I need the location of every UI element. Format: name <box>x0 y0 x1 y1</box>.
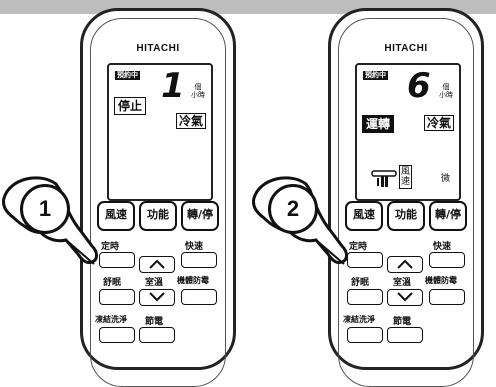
power-save-label: 節電 <box>393 317 412 327</box>
hours-unit: 個 小時 <box>439 83 453 99</box>
chevron-up-icon <box>149 259 165 269</box>
timer-hours-display: 1 <box>161 66 185 106</box>
fan-icon <box>371 170 397 187</box>
mildew-button[interactable] <box>181 289 217 305</box>
fan-speed-row: 風 速 微 <box>371 165 451 193</box>
mode-indicator: 冷氣 <box>175 113 206 129</box>
brand-logo: HITACHI <box>136 43 180 54</box>
sleep-button[interactable] <box>347 289 383 305</box>
sleep-label: 舒眠 <box>351 278 370 288</box>
quick-label: 快速 <box>185 242 204 252</box>
quick-button[interactable] <box>429 252 465 268</box>
mildew-label: 機體防霉 <box>177 276 209 285</box>
fan-speed-label: 風 速 <box>399 165 413 189</box>
timer-hours-display: 6 <box>407 66 431 106</box>
fan-level-value: 微 <box>441 174 451 184</box>
step-number-1: 1 <box>20 184 70 234</box>
start-stop-button[interactable]: 轉/停 <box>181 201 219 231</box>
freeze-wash-label: 凍結洗淨 <box>343 315 375 324</box>
power-save-button[interactable] <box>139 327 175 343</box>
freeze-wash-button[interactable] <box>99 327 135 343</box>
room-temp-label: 室溫 <box>393 278 412 288</box>
remote-control-2: HITACHI 預約中 6 個 小時 運轉 冷氣 風 速 微 風速 功能 轉/停… <box>328 8 484 387</box>
room-temp-label: 室溫 <box>145 278 164 288</box>
temp-up-button[interactable] <box>139 256 175 273</box>
fan-speed-button[interactable]: 風速 <box>97 201 135 231</box>
timer-button[interactable] <box>347 252 383 268</box>
quick-label: 快速 <box>433 242 452 252</box>
mildew-button[interactable] <box>429 289 465 305</box>
freeze-wash-button[interactable] <box>347 327 383 343</box>
chevron-up-icon <box>397 259 413 269</box>
timer-button[interactable] <box>99 252 135 268</box>
status-indicator: 運轉 <box>362 115 395 133</box>
sleep-label: 舒眠 <box>103 278 122 288</box>
hours-unit: 個 小時 <box>191 83 205 99</box>
reservation-tag: 預約中 <box>115 71 140 80</box>
mildew-label: 機體防霉 <box>425 276 457 285</box>
fan-speed-button[interactable]: 風速 <box>345 201 383 231</box>
power-save-label: 節電 <box>145 317 164 327</box>
lcd-screen: 預約中 1 個 小時 停止 冷氣 <box>107 63 213 201</box>
reservation-tag: 預約中 <box>363 71 388 80</box>
temp-down-button[interactable] <box>139 289 175 306</box>
brand-logo: HITACHI <box>384 43 428 54</box>
step-number-2: 2 <box>268 184 318 234</box>
chevron-down-icon <box>397 292 413 302</box>
quick-button[interactable] <box>181 252 217 268</box>
status-indicator: 停止 <box>114 97 147 115</box>
timer-label: 定時 <box>101 242 120 252</box>
chevron-down-icon <box>149 292 165 302</box>
temp-down-button[interactable] <box>387 289 423 306</box>
remote-control-1: HITACHI 預約中 1 個 小時 停止 冷氣 風速 功能 轉/停 定時 快速… <box>80 8 236 387</box>
lcd-screen: 預約中 6 個 小時 運轉 冷氣 風 速 微 <box>355 63 461 201</box>
power-save-button[interactable] <box>387 327 423 343</box>
function-button[interactable]: 功能 <box>387 201 425 231</box>
mode-indicator: 冷氣 <box>423 115 454 131</box>
temp-up-button[interactable] <box>387 256 423 273</box>
start-stop-button[interactable]: 轉/停 <box>429 201 467 231</box>
timer-label: 定時 <box>349 242 368 252</box>
sleep-button[interactable] <box>99 289 135 305</box>
function-button[interactable]: 功能 <box>139 201 177 231</box>
freeze-wash-label: 凍結洗淨 <box>95 315 127 324</box>
